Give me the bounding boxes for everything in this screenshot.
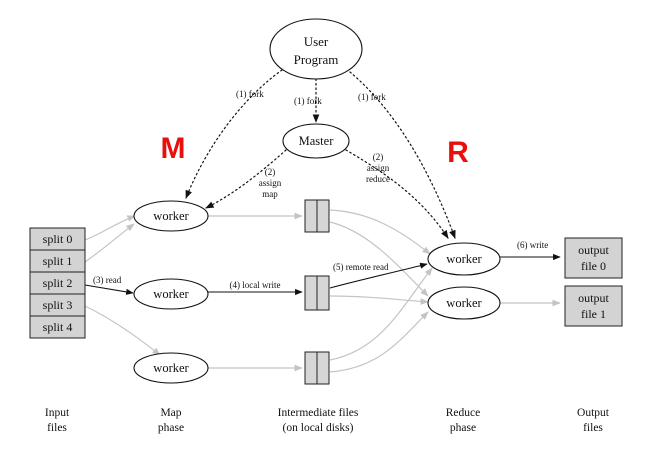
fork-to-reduce-worker — [349, 71, 456, 239]
map-phase-letter: M — [161, 132, 186, 165]
reduce-worker-1: worker — [427, 242, 501, 276]
arrow-split0-to-worker1 — [84, 215, 136, 241]
arrow-disk3-to-reduce0 — [329, 267, 433, 361]
output-file-1-line2: file 1 — [581, 307, 606, 321]
grey-flow-arrows — [84, 209, 561, 373]
fork-left-label: (1) fork — [236, 89, 264, 99]
control-arrows — [185, 69, 456, 239]
fork-to-map-worker — [185, 69, 283, 199]
split-4-label: split 4 — [43, 320, 73, 334]
split-3-label: split 3 — [43, 298, 73, 312]
output-file-1-line1: output — [578, 291, 609, 305]
assign-map-label-line2: assign — [259, 178, 282, 188]
edge-labels: (1) fork (1) fork (1) fork (2) assign ma… — [93, 89, 548, 290]
arrow-split3-to-worker3 — [84, 305, 161, 356]
map-worker-1-label: worker — [153, 209, 189, 223]
master-label: Master — [299, 134, 335, 148]
assign-map-arrow — [205, 149, 287, 209]
split-2-label: split 2 — [43, 276, 73, 290]
fork-right-label: (1) fork — [358, 92, 386, 102]
user-program-label-line1: User — [304, 34, 329, 49]
split-4-box — [29, 315, 86, 339]
assign-reduce-arrow — [345, 149, 449, 239]
caption-reduce-line1: Reduce — [446, 407, 480, 419]
caption-input-line2: files — [47, 422, 67, 434]
caption-input-line1: Input — [45, 407, 70, 419]
assign-reduce-label-line2: assign — [367, 163, 390, 173]
arrow-disk1-to-reduce0 — [329, 209, 431, 255]
intermediate-file-2 — [304, 275, 330, 311]
caption-output-line2: files — [583, 422, 603, 434]
caption-map-line1: Map — [160, 407, 181, 419]
map-worker-2-label: worker — [153, 287, 189, 301]
captions: Input files Map phase Intermediate files… — [45, 407, 610, 434]
read-label: (3) read — [93, 275, 122, 285]
assign-reduce-label-line3: reduce — [366, 174, 390, 184]
input-splits: split 0 split 1 split 2 split 3 split 4 — [29, 227, 86, 339]
local-write-label: (4) local write — [230, 280, 281, 290]
reduce-phase-letter: R — [447, 136, 469, 169]
remote-read-arrow — [329, 262, 428, 289]
reduce-worker-2-label: worker — [446, 296, 482, 310]
output-file-0: output file 0 — [564, 237, 623, 279]
remote-read-label: (5) remote read — [333, 262, 389, 272]
user-program-label-line2: Program — [294, 52, 339, 67]
user-program-node: User Program — [269, 18, 363, 80]
map-worker-3: worker — [133, 352, 209, 384]
split-0-label: split 0 — [43, 232, 73, 246]
read-arrow — [84, 284, 134, 295]
map-worker-3-label: worker — [153, 361, 189, 375]
reduce-worker-2: worker — [427, 286, 501, 320]
arrow-disk2-to-reduce1 — [329, 295, 429, 305]
output-file-0-line2: file 0 — [581, 259, 606, 273]
assign-map-label-line1: (2) — [265, 167, 276, 177]
write-label: (6) write — [517, 240, 548, 250]
dark-flow-arrows — [84, 253, 561, 296]
caption-reduce-line2: phase — [450, 422, 476, 434]
assign-map-label-line3: map — [262, 189, 278, 199]
arrow-disk1-to-reduce1 — [329, 221, 429, 297]
output-file-1: output file 1 — [564, 285, 623, 327]
reduce-worker-1-label: worker — [446, 252, 482, 266]
split-1-label: split 1 — [43, 254, 73, 268]
intermediate-file-1 — [304, 199, 330, 233]
output-file-0-line1: output — [578, 243, 609, 257]
arrow-disk3-to-reduce1 — [329, 311, 429, 373]
master-node: Master — [282, 123, 350, 159]
intermediate-file-3 — [304, 351, 330, 385]
caption-intermediate-line2: (on local disks) — [283, 422, 354, 434]
caption-intermediate-line1: Intermediate files — [278, 407, 359, 419]
assign-reduce-label-line1: (2) — [373, 152, 384, 162]
map-worker-1: worker — [133, 200, 209, 232]
map-worker-2: worker — [133, 278, 209, 310]
caption-output-line1: Output — [577, 407, 610, 419]
caption-map-line2: phase — [158, 422, 184, 434]
fork-middle-label: (1) fork — [294, 96, 322, 106]
arrow-split1-to-worker1 — [84, 223, 135, 263]
